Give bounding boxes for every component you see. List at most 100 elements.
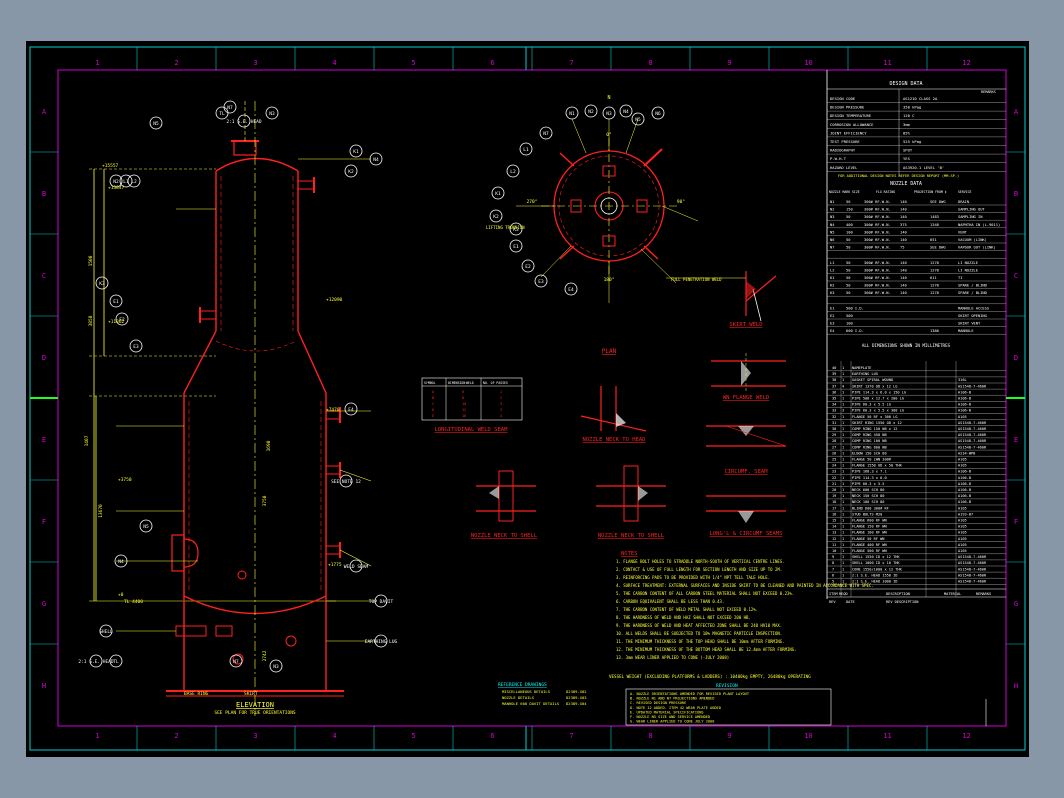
nozzle-cell: 1348 xyxy=(930,223,939,227)
callout-label: L2 xyxy=(131,179,137,185)
reference-number: D2389-X02 xyxy=(566,689,587,694)
bom-cell: 1 xyxy=(842,561,844,565)
weld-cell: 12 xyxy=(462,408,466,412)
plan-bubble-label: E1 xyxy=(513,244,519,250)
plan-bubble xyxy=(565,106,579,120)
dimension-label: 3858 xyxy=(88,315,94,326)
elevation-level: +7470 xyxy=(326,407,340,413)
nozzle-cell: 300# RF.W.N. xyxy=(864,284,891,288)
nozzle-cell: 50 xyxy=(846,246,850,250)
vessel-weight-note: VESSEL WEIGHT (EXCLUDING PLATFORMS & LAD… xyxy=(609,674,811,679)
weld-cell: 1 xyxy=(500,390,502,394)
weld-cell: 3 xyxy=(500,402,502,406)
plan-bubble-label: N1 xyxy=(569,111,575,117)
bom-cell: A106-B xyxy=(958,403,971,407)
callout-bubble xyxy=(115,312,129,326)
nozzle-cell: 300# RF.W.N. xyxy=(864,276,891,280)
base-label: TL 4400 xyxy=(124,599,143,605)
bom-cell: A234-WPB xyxy=(958,451,975,455)
nozzle-cell: 375 xyxy=(900,223,907,227)
bom-cell: AS1548-7-460R xyxy=(958,445,987,449)
revision-list: A. NOZZLE ORIENTATIONS AMENDED FOR REVIS… xyxy=(630,692,750,724)
bom-cell: A106-B xyxy=(958,390,971,394)
bom-cell: 1 xyxy=(842,439,844,443)
callout-bubble xyxy=(119,174,133,188)
bom-cell: NECK 150 SCH 80 xyxy=(852,494,884,498)
bom-cell: 1 xyxy=(842,531,844,535)
bom-cell: PIPE 168.3 x 7.1 xyxy=(852,470,887,474)
grid-col-label: 7 xyxy=(569,732,573,740)
bom-cell: 11 xyxy=(832,543,836,547)
bom-cell: A106-B xyxy=(958,500,971,504)
nozzle-header: SIZE xyxy=(852,190,860,194)
nozzle-cell: N6 xyxy=(830,238,834,242)
bom-cell: FLANGE 100 RF WN xyxy=(852,531,887,535)
bom-cell: 5 xyxy=(832,580,834,584)
long-circ-seam-detail xyxy=(706,495,786,523)
bom-cell: 10 xyxy=(832,549,836,553)
reference-name: MISCELLANEOUS DETAILS xyxy=(502,689,551,694)
bom-cell: 24 xyxy=(832,464,836,468)
bom-cell: COMP RING 450 NB xyxy=(852,433,887,437)
nozzle-header: NOZZLE MARK xyxy=(829,190,850,194)
revision-footer: REV xyxy=(829,600,836,604)
weld-cell: 2 xyxy=(500,396,502,400)
nozzle-shell-title-1: NOZZLE NECK TO SHELL xyxy=(471,533,538,539)
elevation-level: +13847 xyxy=(108,185,125,191)
callout-label: E1 xyxy=(113,299,119,305)
bom-cell: STUD BOLTS M20 xyxy=(852,512,882,516)
grid-col-label: 5 xyxy=(411,59,415,67)
elevation-subtitle: SEE PLAN FOR TRUE ORIENTATIONS xyxy=(214,710,296,716)
callout-bubble xyxy=(139,519,153,533)
grid-col-label: 3 xyxy=(253,59,257,67)
grid-row-label: C xyxy=(42,272,46,280)
nozzle-cell: 300# RF.W.N. xyxy=(864,261,891,265)
revision-item: G. WEAR LINER APPLIED TO CONE JULY 2008 xyxy=(630,720,714,724)
bom-footer: MATERIAL xyxy=(944,592,961,596)
bom-cell: 40 xyxy=(832,366,836,370)
bom-cell: 1 xyxy=(842,488,844,492)
nozzle-shell-detail-1 xyxy=(476,470,536,522)
callout-bubble xyxy=(223,100,237,114)
grid-col-label: 4 xyxy=(332,732,336,740)
bom-cell: 1 xyxy=(842,543,844,547)
nozzle-cell: NAPHTHA IN (L-9011) xyxy=(958,223,1000,227)
bom-cell: 7 xyxy=(832,567,834,571)
grid-col-label: 10 xyxy=(804,59,812,67)
elevation-level: +1775 xyxy=(328,562,342,568)
bom-cell: 1 xyxy=(842,390,844,394)
bom-cell: 1 xyxy=(842,458,844,462)
plan-bubble xyxy=(631,112,645,126)
long-seam-title: LONGITUDINAL WELD SEAM xyxy=(435,427,509,433)
bom-cell: A105 xyxy=(958,415,967,419)
nozzle-cell: 75 xyxy=(900,246,904,250)
plan-bubble xyxy=(584,104,598,118)
grid-row-label: H xyxy=(1014,682,1018,690)
bom-cell: AS1548-7-460R xyxy=(958,573,987,577)
grid-col-label: 8 xyxy=(648,732,652,740)
callout-bubble xyxy=(344,164,358,178)
nozzle-cell: 300# RF.W.N. xyxy=(864,238,891,242)
plan-angle: 0° xyxy=(606,132,612,138)
nozzle-cell: SPARE / BLIND xyxy=(958,291,987,295)
base-label: SKIRT xyxy=(244,691,258,697)
bom-cell: A105 xyxy=(958,531,967,535)
trunnion-label: LIFTING TRUNNION xyxy=(486,225,525,230)
nozzle-cell: 50 xyxy=(846,200,850,204)
grid-row-label: H xyxy=(42,682,46,690)
bom-cell: AS1548-7-460R xyxy=(958,384,987,388)
plan-bubble xyxy=(619,104,633,118)
bom-cell: FLANGE 1550 OD x 50 THK xyxy=(852,464,903,468)
nozzle-cell: K1 xyxy=(830,276,834,280)
reference-name: MANHOLE 600 DAVIT DETAILS xyxy=(502,701,560,706)
callout-label: WELD SEAM xyxy=(344,564,369,570)
nozzle-cell: 500 xyxy=(846,314,853,318)
reference-number: D2389-X04 xyxy=(566,701,587,706)
bom-cell: AS1548-7-460R xyxy=(958,580,987,584)
bom-cell: AS1548-7-460R xyxy=(958,433,987,437)
weld-cell: 16 xyxy=(462,414,466,418)
plan-bubble-label: E2 xyxy=(525,264,531,270)
bom-cell: 32 xyxy=(832,415,836,419)
bom-cell: 30 xyxy=(832,427,836,431)
